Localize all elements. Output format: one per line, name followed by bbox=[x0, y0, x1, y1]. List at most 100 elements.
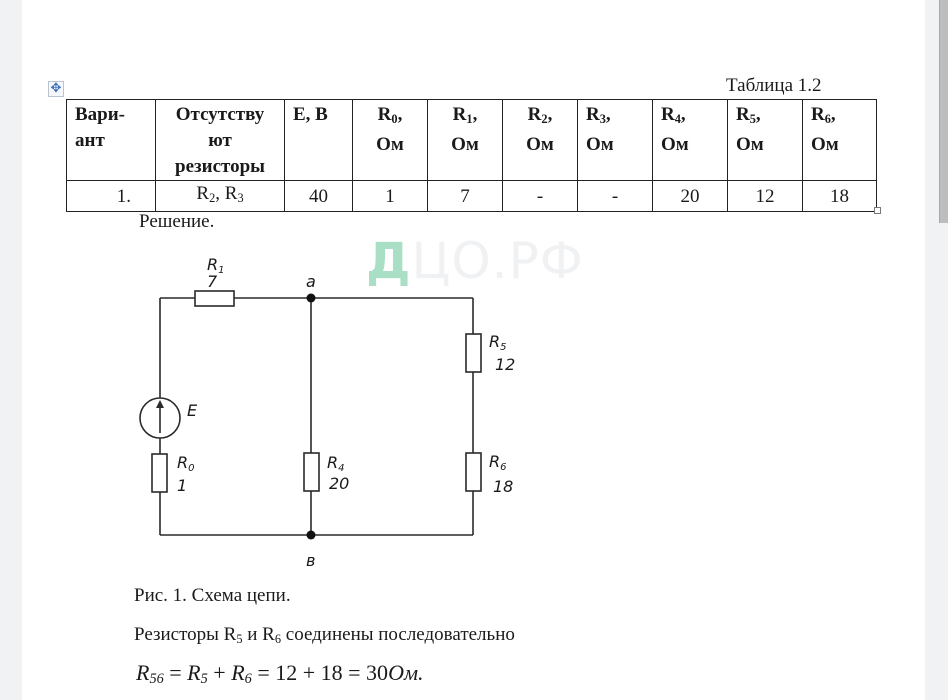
header-unit: Ом bbox=[661, 134, 689, 155]
header-comma: , bbox=[755, 104, 761, 125]
table-header-row: Вари- ант Отсутству ют резисторы E, B R0… bbox=[66, 99, 877, 181]
header-sub: 0 bbox=[391, 112, 398, 126]
formula-eq: = bbox=[251, 660, 276, 685]
node-a-label: a bbox=[306, 272, 316, 291]
cell-missing: R2, R3 bbox=[155, 180, 285, 212]
header-missing: Отсутству ют резисторы bbox=[155, 99, 285, 181]
paragraph-text1: Резисторы R bbox=[134, 624, 237, 645]
header-comma: , bbox=[472, 104, 478, 125]
formula-unit: Ом. bbox=[388, 660, 424, 685]
arrow-head-icon bbox=[156, 400, 164, 408]
header-sym: R bbox=[377, 104, 392, 125]
resistor-R0 bbox=[151, 453, 168, 493]
header-sym: R bbox=[586, 104, 600, 125]
table-resize-handle[interactable] bbox=[874, 207, 881, 214]
header-variant-line1: Вари- bbox=[75, 104, 126, 125]
header-comma: , bbox=[830, 104, 836, 125]
formula-plus: + bbox=[207, 660, 232, 685]
resistor-sub: 6 bbox=[500, 462, 506, 473]
watermark-part2: ЦО.РФ bbox=[411, 232, 584, 290]
header-R0: R0, Ом bbox=[352, 99, 428, 181]
resistor-value: 1 bbox=[177, 476, 187, 495]
header-variant-line2: ант bbox=[75, 130, 105, 151]
cell-missing-b: R bbox=[224, 183, 238, 204]
formula-eq: = bbox=[163, 660, 188, 685]
source-label: E bbox=[187, 401, 198, 420]
resistor-R4 bbox=[303, 452, 320, 492]
resistor-R5 bbox=[465, 333, 482, 373]
header-comma: , bbox=[605, 104, 611, 125]
header-missing-line3: резисторы bbox=[175, 156, 265, 177]
header-unit: Ом bbox=[811, 134, 839, 155]
formula-b-sub: 6 bbox=[244, 671, 252, 687]
formula-lhs: R bbox=[136, 660, 150, 685]
cell-missing-a-sub: 2 bbox=[209, 191, 216, 205]
cell-R0: 1 bbox=[352, 180, 428, 212]
paragraph-sub2: 6 bbox=[274, 632, 282, 646]
header-R5: R5,Ом bbox=[727, 99, 803, 181]
header-missing-line2: ют bbox=[208, 130, 232, 151]
header-unit: Ом bbox=[736, 134, 764, 155]
formula-lhs-sub: 56 bbox=[149, 671, 164, 687]
header-unit: Ом bbox=[376, 134, 404, 155]
cell-R5: 12 bbox=[727, 180, 803, 212]
header-unit: Ом bbox=[526, 134, 554, 155]
formula-a-sub: 5 bbox=[200, 671, 208, 687]
cell-R2: - bbox=[502, 180, 578, 212]
formula-numeric: 12 + 18 = 30 bbox=[275, 660, 389, 685]
header-E: E, B bbox=[284, 99, 353, 181]
header-sym: R bbox=[811, 104, 825, 125]
cell-R6: 18 bbox=[802, 180, 877, 212]
resistor-R1 bbox=[194, 290, 235, 307]
header-unit: Ом bbox=[451, 134, 479, 155]
figure-caption: Рис. 1. Схема цепи. bbox=[134, 585, 291, 606]
resistor-name: R bbox=[327, 453, 338, 472]
watermark-part1: Д bbox=[366, 232, 412, 290]
header-sym: R bbox=[661, 104, 675, 125]
resistor-sub: 1 bbox=[218, 265, 224, 276]
resistor-value: 12 bbox=[495, 355, 515, 374]
resistor-sub: 0 bbox=[188, 463, 194, 474]
resistor-name: R bbox=[207, 255, 218, 274]
header-sub: 4 bbox=[674, 112, 681, 126]
header-missing-line1: Отсутству bbox=[175, 104, 265, 125]
table-row: 1. R2, R3 40 1 7 - - 20 12 18 bbox=[66, 180, 877, 212]
solution-heading: Решение. bbox=[139, 211, 215, 232]
cell-R3: - bbox=[577, 180, 653, 212]
table-move-handle-icon[interactable]: ✥ bbox=[48, 81, 64, 97]
resistor-name: R bbox=[489, 332, 500, 351]
cell-missing-a: R bbox=[196, 183, 210, 204]
paragraph-sub1: 5 bbox=[236, 632, 243, 646]
node-b-label: в bbox=[306, 551, 315, 570]
header-sym: R bbox=[452, 104, 467, 125]
paragraph-text2: и R bbox=[242, 624, 275, 645]
node-b bbox=[306, 530, 316, 540]
cell-E: 40 bbox=[284, 180, 353, 212]
paragraph-text3: соединены последовательно bbox=[281, 624, 515, 645]
resistor-label: R5 bbox=[489, 332, 507, 353]
formula-b: R bbox=[231, 660, 245, 685]
resistor-label: R1 bbox=[207, 255, 225, 276]
watermark-logo: ДЦО.РФ bbox=[366, 232, 584, 290]
header-sub: 6 bbox=[824, 112, 831, 126]
formula-R56: R56 = R5 + R6 = 12 + 18 = 30Ом. bbox=[136, 660, 424, 688]
vertical-scrollbar-thumb[interactable] bbox=[939, 0, 948, 223]
header-sub: 3 bbox=[599, 112, 606, 126]
header-R1: R1, Ом bbox=[427, 99, 503, 181]
paragraph-series: Резисторы R5 и R6 соединены последовател… bbox=[134, 624, 515, 647]
header-comma: , bbox=[547, 104, 553, 125]
resistor-value: 20 bbox=[329, 474, 349, 493]
header-comma: , bbox=[680, 104, 686, 125]
formula-a: R bbox=[187, 660, 201, 685]
header-sym: R bbox=[527, 104, 542, 125]
header-sub: 5 bbox=[749, 112, 756, 126]
header-E-label: E, B bbox=[293, 104, 328, 125]
cell-missing-b-sub: 3 bbox=[237, 191, 244, 205]
cell-R1: 7 bbox=[427, 180, 503, 212]
header-comma: , bbox=[397, 104, 403, 125]
header-sub: 2 bbox=[541, 112, 548, 126]
resistor-name: R bbox=[177, 453, 188, 472]
table-caption: Таблица 1.2 bbox=[726, 75, 822, 96]
header-sub: 1 bbox=[466, 112, 473, 126]
